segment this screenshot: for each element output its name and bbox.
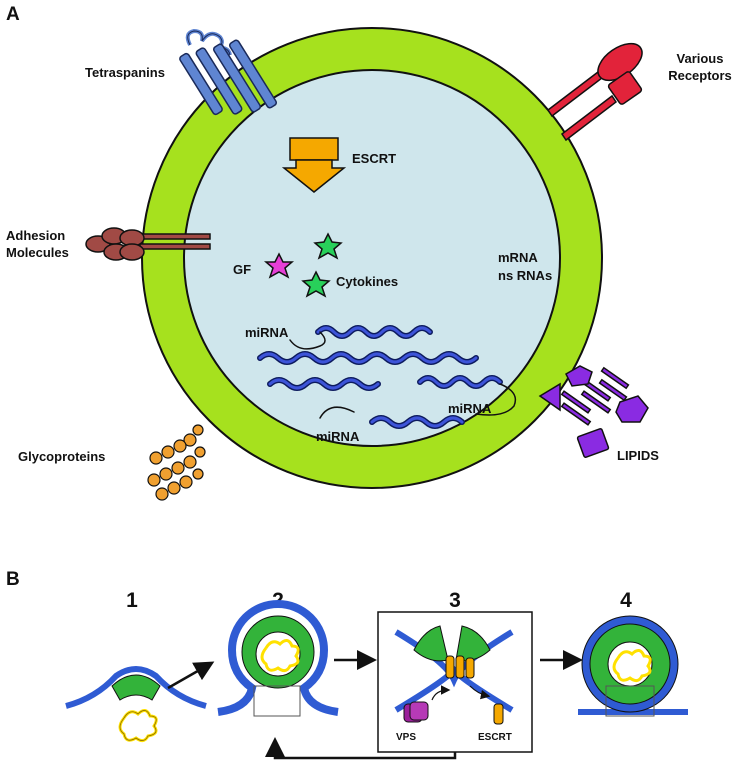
cytokine-star-icon — [301, 270, 331, 298]
lipids-icon — [538, 365, 649, 458]
tetraspanins-icon — [179, 28, 277, 116]
adhesion-molecules-icon — [85, 227, 211, 261]
panel-a-letter: A — [6, 4, 20, 25]
receptors-label-line2: Receptors — [668, 68, 732, 83]
receptors-label-line1: Various — [677, 51, 724, 66]
step-number-3: 3 — [449, 589, 461, 612]
step-4-vesicle-icon — [578, 615, 688, 717]
rna-strands — [257, 325, 517, 429]
escrt-unit-icon — [493, 703, 504, 725]
adhesion-label-line1: Adhesion — [6, 228, 65, 243]
gf-star-icon — [263, 252, 295, 279]
mirna-label-3: miRNA — [316, 429, 360, 444]
step-2-invagination-icon — [217, 600, 339, 717]
exosome-lumen — [183, 69, 561, 447]
panel-b-letter: B — [6, 569, 20, 590]
escrt-icon — [281, 137, 347, 193]
receptors-icon — [546, 42, 643, 142]
escrt-label: ESCRT — [352, 151, 396, 166]
mrna-label: mRNA — [498, 250, 538, 265]
step-number-1: 1 — [126, 589, 138, 612]
ns-rnas-label: ns RNAs — [498, 268, 552, 283]
escrt-b-label: ESCRT — [478, 732, 512, 743]
glycoproteins-label: Glycoproteins — [18, 449, 105, 464]
vps-label: VPS — [396, 732, 416, 743]
cytokines-label: Cytokines — [336, 274, 398, 289]
glycoproteins-icon — [147, 424, 206, 501]
mirna-label-1: miRNA — [245, 325, 289, 340]
gf-label: GF — [233, 262, 251, 277]
vps-icon — [403, 701, 429, 723]
mirna-label-2: miRNA — [448, 401, 492, 416]
step-1-budding-icon — [65, 666, 207, 743]
lipids-label: LIPIDS — [617, 448, 659, 463]
cytokine-star-icon — [313, 232, 343, 260]
return-arrow — [265, 737, 457, 760]
step-3-scission-box: VPS ESCRT — [377, 611, 533, 753]
adhesion-label-line2: Molecules — [6, 245, 69, 260]
step-number-4: 4 — [620, 589, 632, 612]
tetraspanins-label: Tetraspanins — [85, 65, 165, 80]
